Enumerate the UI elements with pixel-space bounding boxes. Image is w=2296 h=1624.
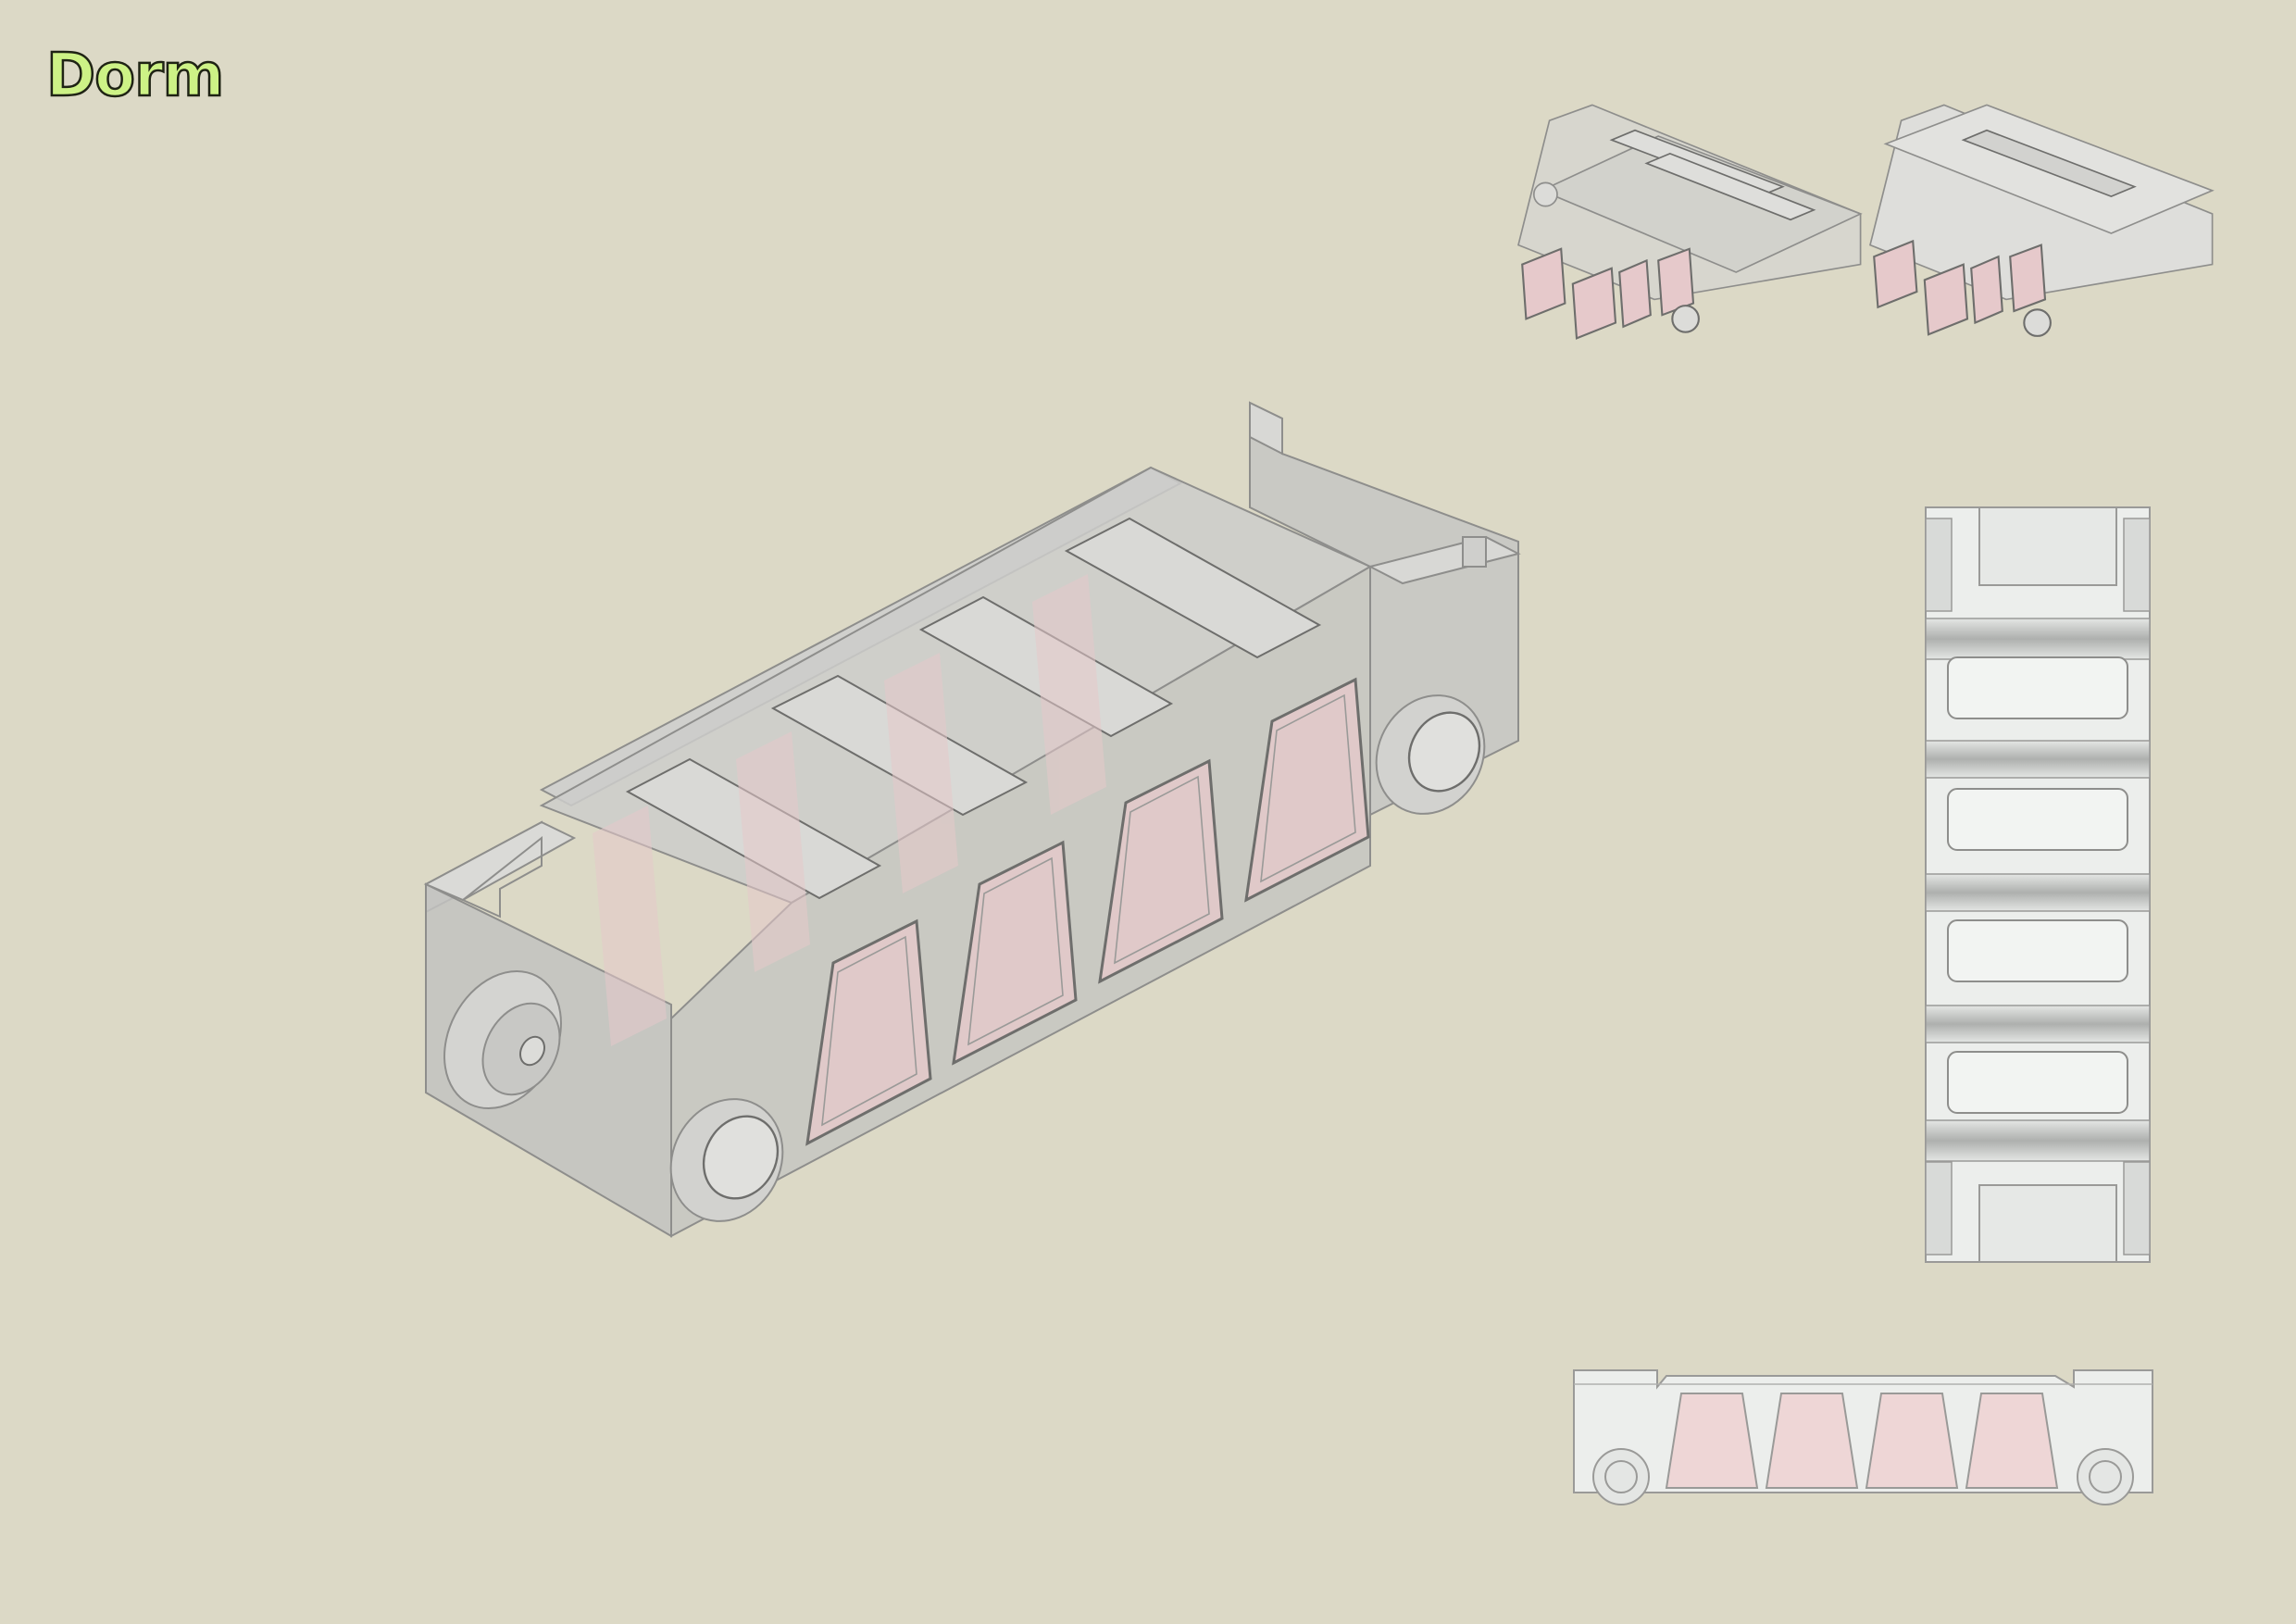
pod-2 <box>952 840 1078 1066</box>
side-wheel-left <box>1592 1448 1650 1505</box>
pod-4 <box>1244 677 1370 903</box>
wheel-front-right <box>1375 694 1486 815</box>
wheel-left-rear <box>443 969 562 1110</box>
wheel-front-left <box>669 1098 784 1222</box>
pod-3 <box>1098 758 1224 984</box>
pod-1 <box>805 918 932 1146</box>
plan-slot-3 <box>1947 919 2128 982</box>
side-pod-1 <box>1665 1393 1759 1489</box>
side-elevation-view <box>1573 1369 2153 1505</box>
isometric-small-view-2 <box>1869 104 2215 337</box>
plan-slot-2 <box>1947 788 2128 851</box>
plan-slot-4 <box>1947 1051 2128 1114</box>
side-pod-3 <box>1865 1393 1959 1489</box>
pods <box>805 677 1370 1146</box>
plan-slot-1 <box>1947 656 2128 719</box>
isometric-small-view-1 <box>1517 104 1863 340</box>
sheet-title: Dorm <box>45 42 226 110</box>
inner-pod-shading <box>593 574 1106 1046</box>
plan-view <box>1925 506 2151 1263</box>
side-pod-2 <box>1765 1393 1859 1489</box>
isometric-main-view <box>423 401 1521 1238</box>
side-pod-4 <box>1965 1393 2059 1489</box>
side-wheel-right <box>2077 1448 2134 1505</box>
roof-slot-4 <box>1064 517 1322 659</box>
